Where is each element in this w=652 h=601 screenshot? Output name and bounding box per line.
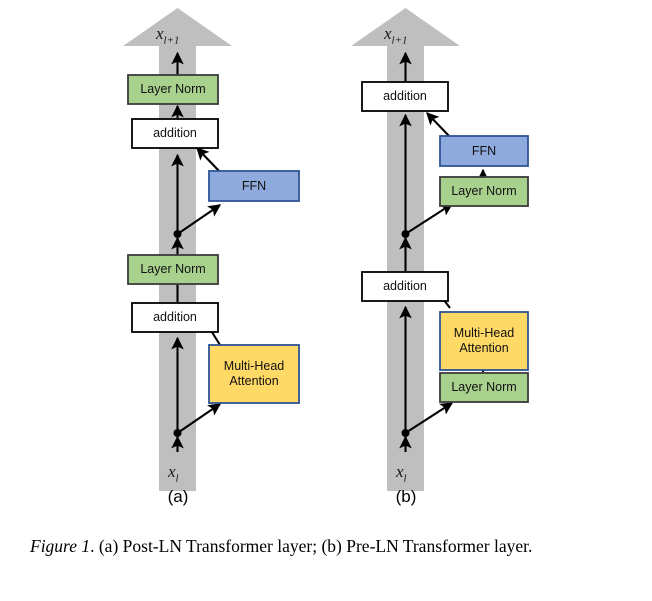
panel-a-layer-norm-bottom-box xyxy=(127,254,219,285)
panel-b-addition-bottom-box xyxy=(361,271,449,302)
figure-number: Figure 1 xyxy=(30,536,91,556)
panel-b-addition-top-box xyxy=(361,81,449,112)
panel-b-ffn-box xyxy=(439,135,529,167)
panel-a-layer-norm-top-box xyxy=(127,74,219,105)
panel-a-attention-box xyxy=(208,344,300,404)
panel-a-ffn-box xyxy=(208,170,300,202)
figure-caption-text: . (a) Post-LN Transformer layer; (b) Pre… xyxy=(90,536,533,556)
panel-b-layer-norm-attn-box xyxy=(439,372,529,403)
panel-b-caption: (b) xyxy=(395,487,417,506)
panel-a-addition-bottom-box xyxy=(131,302,219,333)
figure-diagram: Layer Norm addition FFN Layer Norm addit… xyxy=(123,8,529,506)
panel-b-attention-box xyxy=(439,311,529,371)
figure-caption: Figure 1. (a) Post-LN Transformer layer;… xyxy=(30,533,630,559)
panel-a-caption: (a) xyxy=(167,487,189,506)
panel-a-addition-top-box xyxy=(131,118,219,149)
panel-b-layer-norm-ffn-box xyxy=(439,176,529,207)
